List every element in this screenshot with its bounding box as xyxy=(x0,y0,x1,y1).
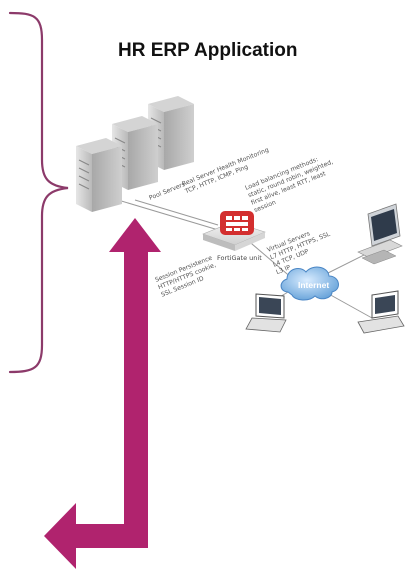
internet-label: Internet xyxy=(298,280,329,290)
laptop-left-icon xyxy=(245,293,287,333)
fortigate-unit-label: FortiGate unit xyxy=(217,254,262,262)
flow-arrow xyxy=(44,218,161,569)
curly-bracket xyxy=(8,11,69,374)
internet-cloud-icon xyxy=(280,266,339,301)
laptop-right-icon xyxy=(357,290,405,334)
server-rack-icon xyxy=(76,96,194,212)
pool-servers-label: Pool Servers xyxy=(148,181,186,202)
diagram-title: HR ERP Application xyxy=(118,40,298,61)
desktop-computer-icon xyxy=(357,203,403,265)
fortigate-icon xyxy=(202,211,266,251)
